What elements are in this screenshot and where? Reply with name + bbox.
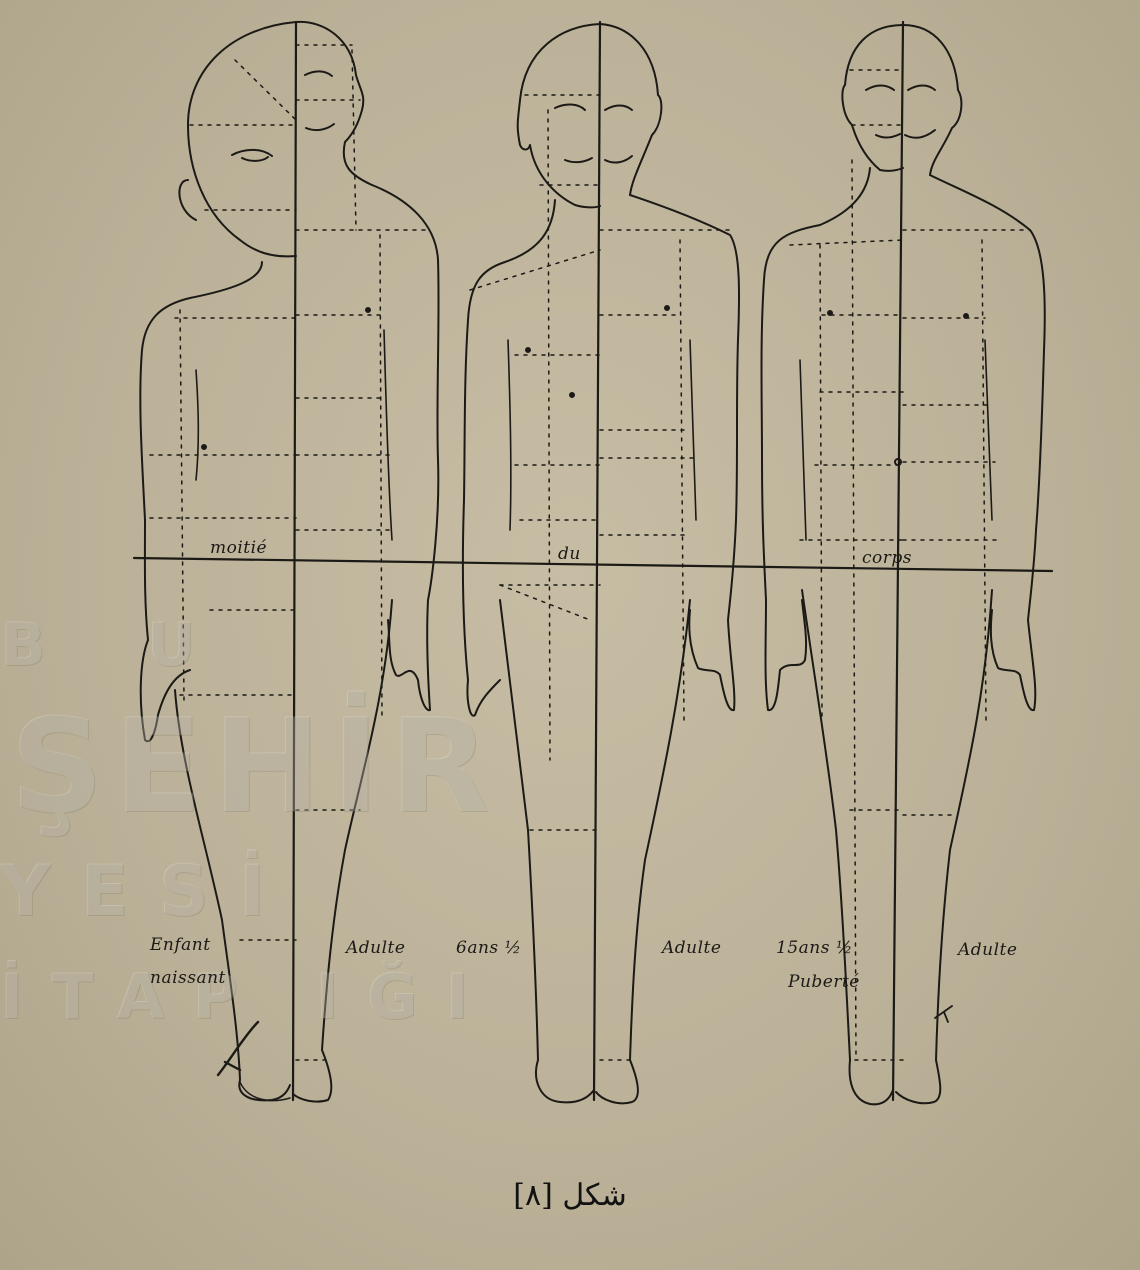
label-fifteen-years: 15ans ½ xyxy=(776,938,853,958)
label-newborn-line1: Enfant xyxy=(150,935,211,955)
label-adult-1: Adulte xyxy=(346,938,405,958)
label-puberty: Puberté xyxy=(788,972,860,992)
label-adult-3: Adulte xyxy=(958,940,1017,960)
label-adult-2: Adulte xyxy=(662,938,721,958)
label-six-years: 6ans ½ xyxy=(456,938,522,958)
midline-word-2: du xyxy=(558,544,581,564)
mid-body-line xyxy=(134,558,1052,571)
midline-word-1: moitié xyxy=(210,538,267,558)
label-newborn-line2: naissant xyxy=(150,968,226,988)
figure-caption: شکل [۸] xyxy=(0,1178,1140,1213)
midline-word-3: corps xyxy=(862,548,912,568)
